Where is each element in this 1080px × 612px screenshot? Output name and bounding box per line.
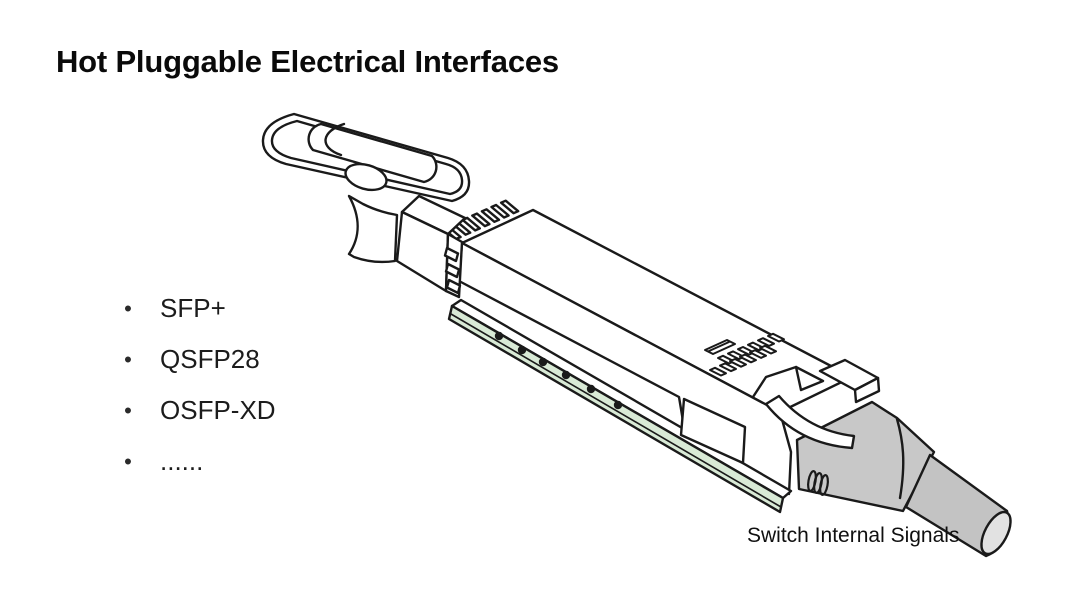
contact-pads bbox=[494, 331, 623, 410]
collar bbox=[395, 194, 467, 299]
bullet-item-sfp: • SFP+ bbox=[120, 283, 276, 334]
vent-slots bbox=[704, 332, 785, 377]
bullet-item-label: OSFP-XD bbox=[160, 395, 276, 425]
tab-neck bbox=[347, 194, 399, 264]
bullet-item-qsfp28: • QSFP28 bbox=[120, 334, 276, 385]
spring-contact-icon bbox=[807, 470, 829, 496]
bullet-item-label: ...... bbox=[160, 446, 204, 476]
diagram-caption: Switch Internal Signals bbox=[747, 524, 960, 547]
bullet-dot-icon: • bbox=[124, 346, 132, 372]
cable-boot bbox=[795, 400, 936, 513]
bullet-dot-icon: • bbox=[124, 295, 132, 321]
pcb-green-face bbox=[447, 304, 785, 514]
bullet-dot-icon: • bbox=[124, 448, 132, 474]
bullet-dot-icon: • bbox=[124, 397, 132, 423]
pull-tab bbox=[261, 112, 471, 203]
release-latch bbox=[679, 358, 881, 465]
interface-bullet-list: • SFP+ • QSFP28 • OSFP-XD • ...... bbox=[120, 283, 276, 487]
pcb-edge-connector bbox=[447, 298, 793, 514]
bullet-item-ellipsis: • ...... bbox=[120, 436, 276, 487]
cable bbox=[904, 453, 1012, 558]
bullet-item-osfp-xd: • OSFP-XD bbox=[120, 385, 276, 436]
bullet-item-label: SFP+ bbox=[160, 293, 226, 323]
page-title: Hot Pluggable Electrical Interfaces bbox=[56, 44, 559, 79]
bullet-item-label: QSFP28 bbox=[160, 344, 260, 374]
cable-end-cap bbox=[980, 510, 1012, 556]
